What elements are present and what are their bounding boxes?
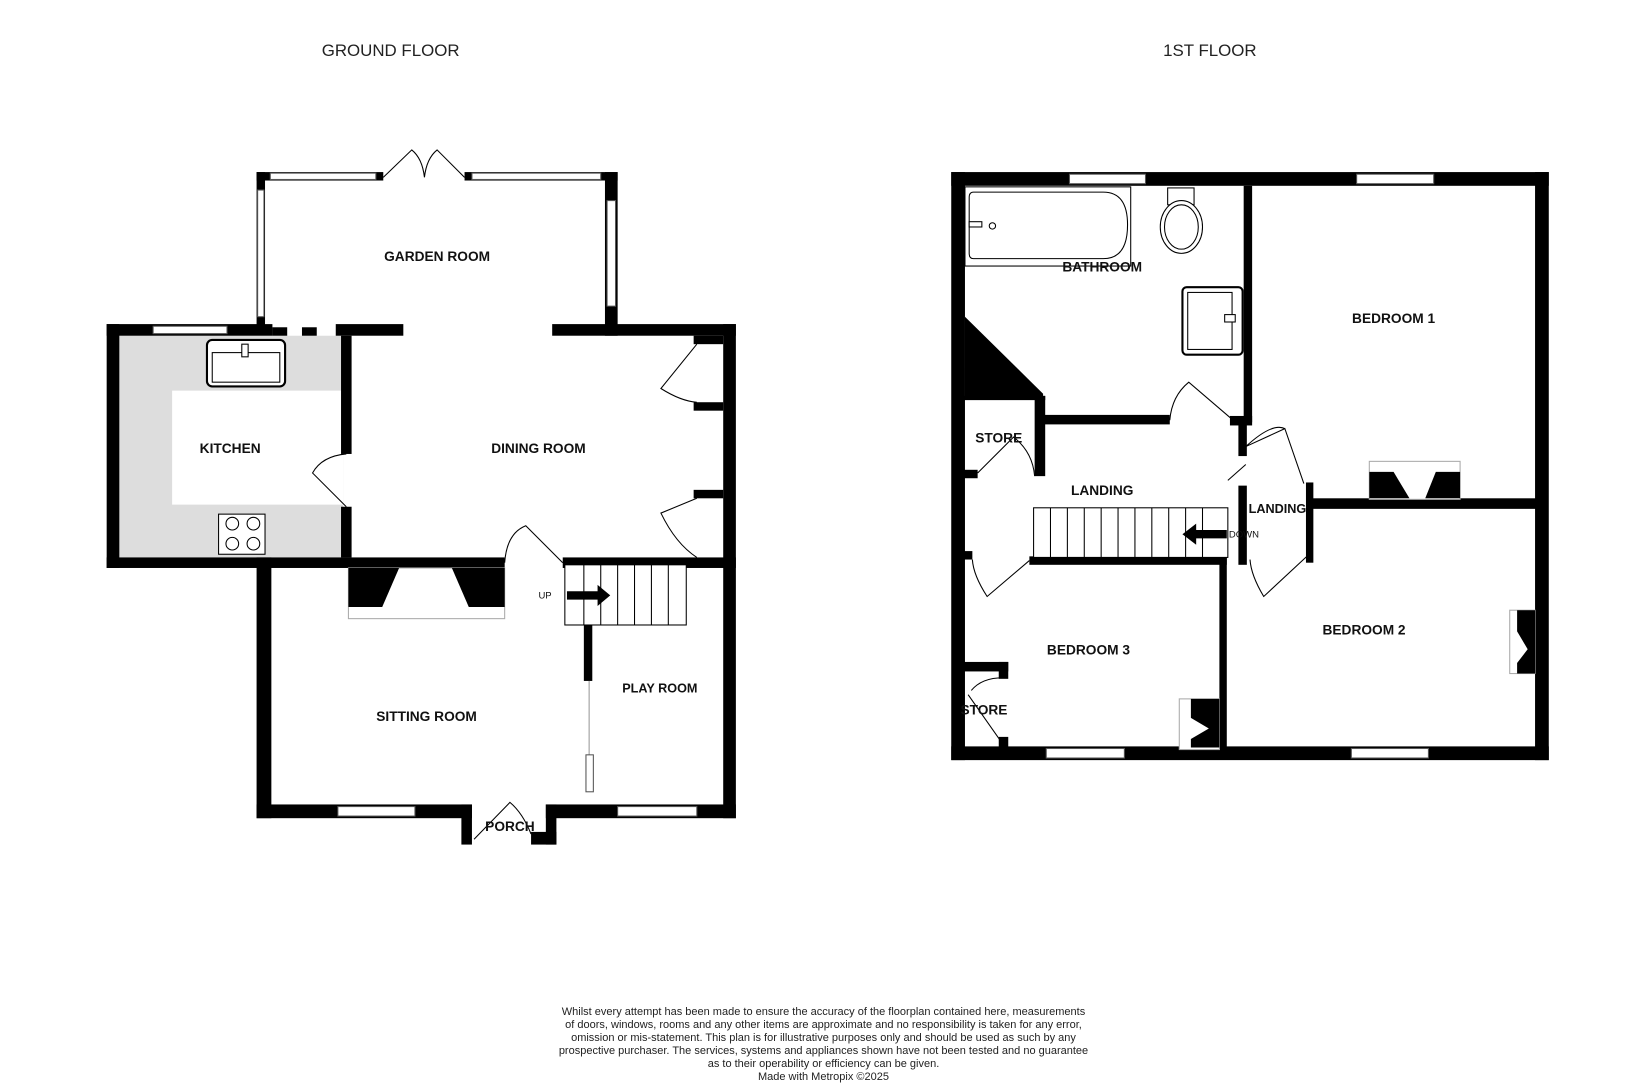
disclaimer-line: Whilst every attempt has been made to en… — [561, 1006, 1086, 1018]
window — [1068, 173, 1147, 185]
first-floor-title: 1ST FLOOR — [1163, 41, 1256, 60]
french-doors — [382, 149, 465, 178]
chimney-breast — [964, 316, 1044, 399]
window — [1350, 747, 1429, 759]
window — [269, 172, 377, 180]
disclaimer-line: of doors, windows, rooms and any other i… — [565, 1019, 1082, 1031]
dining-room-label: DINING ROOM — [491, 441, 586, 456]
disclaimer-line: omission or mis-statement. This plan is … — [571, 1032, 1076, 1044]
stairs-up-label: UP — [538, 591, 551, 602]
hob-icon — [218, 513, 266, 555]
window — [617, 806, 698, 817]
bedroom3-door — [971, 559, 1030, 598]
window — [257, 189, 265, 318]
landing-small-label: LANDING — [1249, 502, 1307, 516]
bedroom3-label: BEDROOM 3 — [1047, 643, 1130, 658]
window — [606, 200, 617, 307]
disclaimer: Whilst every attempt has been made to en… — [0, 1006, 1647, 1084]
bedroom1-door — [1245, 426, 1305, 484]
arrow-up-icon — [566, 584, 611, 606]
first-floor-plan: DOWN BATHROOM BEDROOM 1 STORE LANDING LA… — [951, 172, 1549, 761]
store-label: STORE — [960, 703, 1007, 718]
play-room-label: PLAY ROOM — [622, 682, 697, 696]
sink-icon — [205, 338, 287, 388]
window — [337, 806, 416, 817]
ground-floor-plan: UP GARDEN ROOM KITCHEN DINING ROOM SITTI… — [106, 149, 736, 845]
window — [471, 172, 602, 180]
cupboard-door — [660, 343, 698, 403]
bathroom-label: BATHROOM — [1062, 259, 1142, 274]
bath-icon — [964, 186, 1132, 267]
basin-icon — [1181, 286, 1244, 356]
stairs-down-label: DOWN — [1229, 529, 1259, 540]
garden-room-label: GARDEN ROOM — [384, 249, 490, 264]
ground-floor-title: GROUND FLOOR — [322, 41, 460, 60]
landing-label: LANDING — [1071, 483, 1134, 498]
staircase — [564, 564, 687, 626]
store-label: STORE — [975, 430, 1022, 445]
disclaimer-line: as to their operability or efficiency ca… — [707, 1058, 940, 1070]
toilet-icon — [1159, 187, 1204, 254]
bedroom1-label: BEDROOM 1 — [1352, 311, 1435, 326]
window — [1356, 173, 1435, 185]
door — [504, 525, 564, 564]
store-door — [967, 677, 1004, 745]
bedroom2-door — [1249, 553, 1310, 598]
window — [1045, 747, 1125, 759]
kitchen-label: KITCHEN — [200, 441, 261, 456]
credit: Made with Metropix ©2025 — [757, 1071, 889, 1083]
arrow-down-icon — [1182, 523, 1227, 545]
bedroom2-label: BEDROOM 2 — [1322, 622, 1405, 637]
door — [311, 453, 347, 508]
bathroom-door — [1169, 381, 1234, 421]
window — [152, 325, 228, 335]
porch-label: PORCH — [485, 819, 535, 834]
front-door — [473, 801, 532, 840]
store-door — [977, 436, 1036, 477]
disclaimer-line: prospective purchaser. The services, sys… — [558, 1045, 1089, 1057]
staircase — [1033, 507, 1229, 558]
cupboard-door — [660, 497, 698, 558]
sitting-room-label: SITTING ROOM — [376, 709, 477, 724]
